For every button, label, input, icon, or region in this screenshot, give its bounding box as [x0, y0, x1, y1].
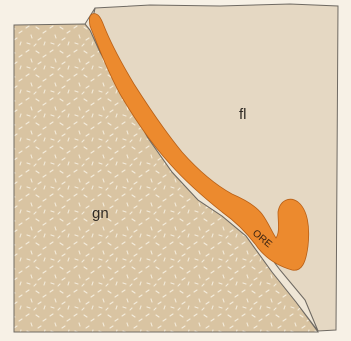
gneiss-label: gn — [92, 205, 109, 222]
felsite-label: fl — [239, 106, 247, 123]
